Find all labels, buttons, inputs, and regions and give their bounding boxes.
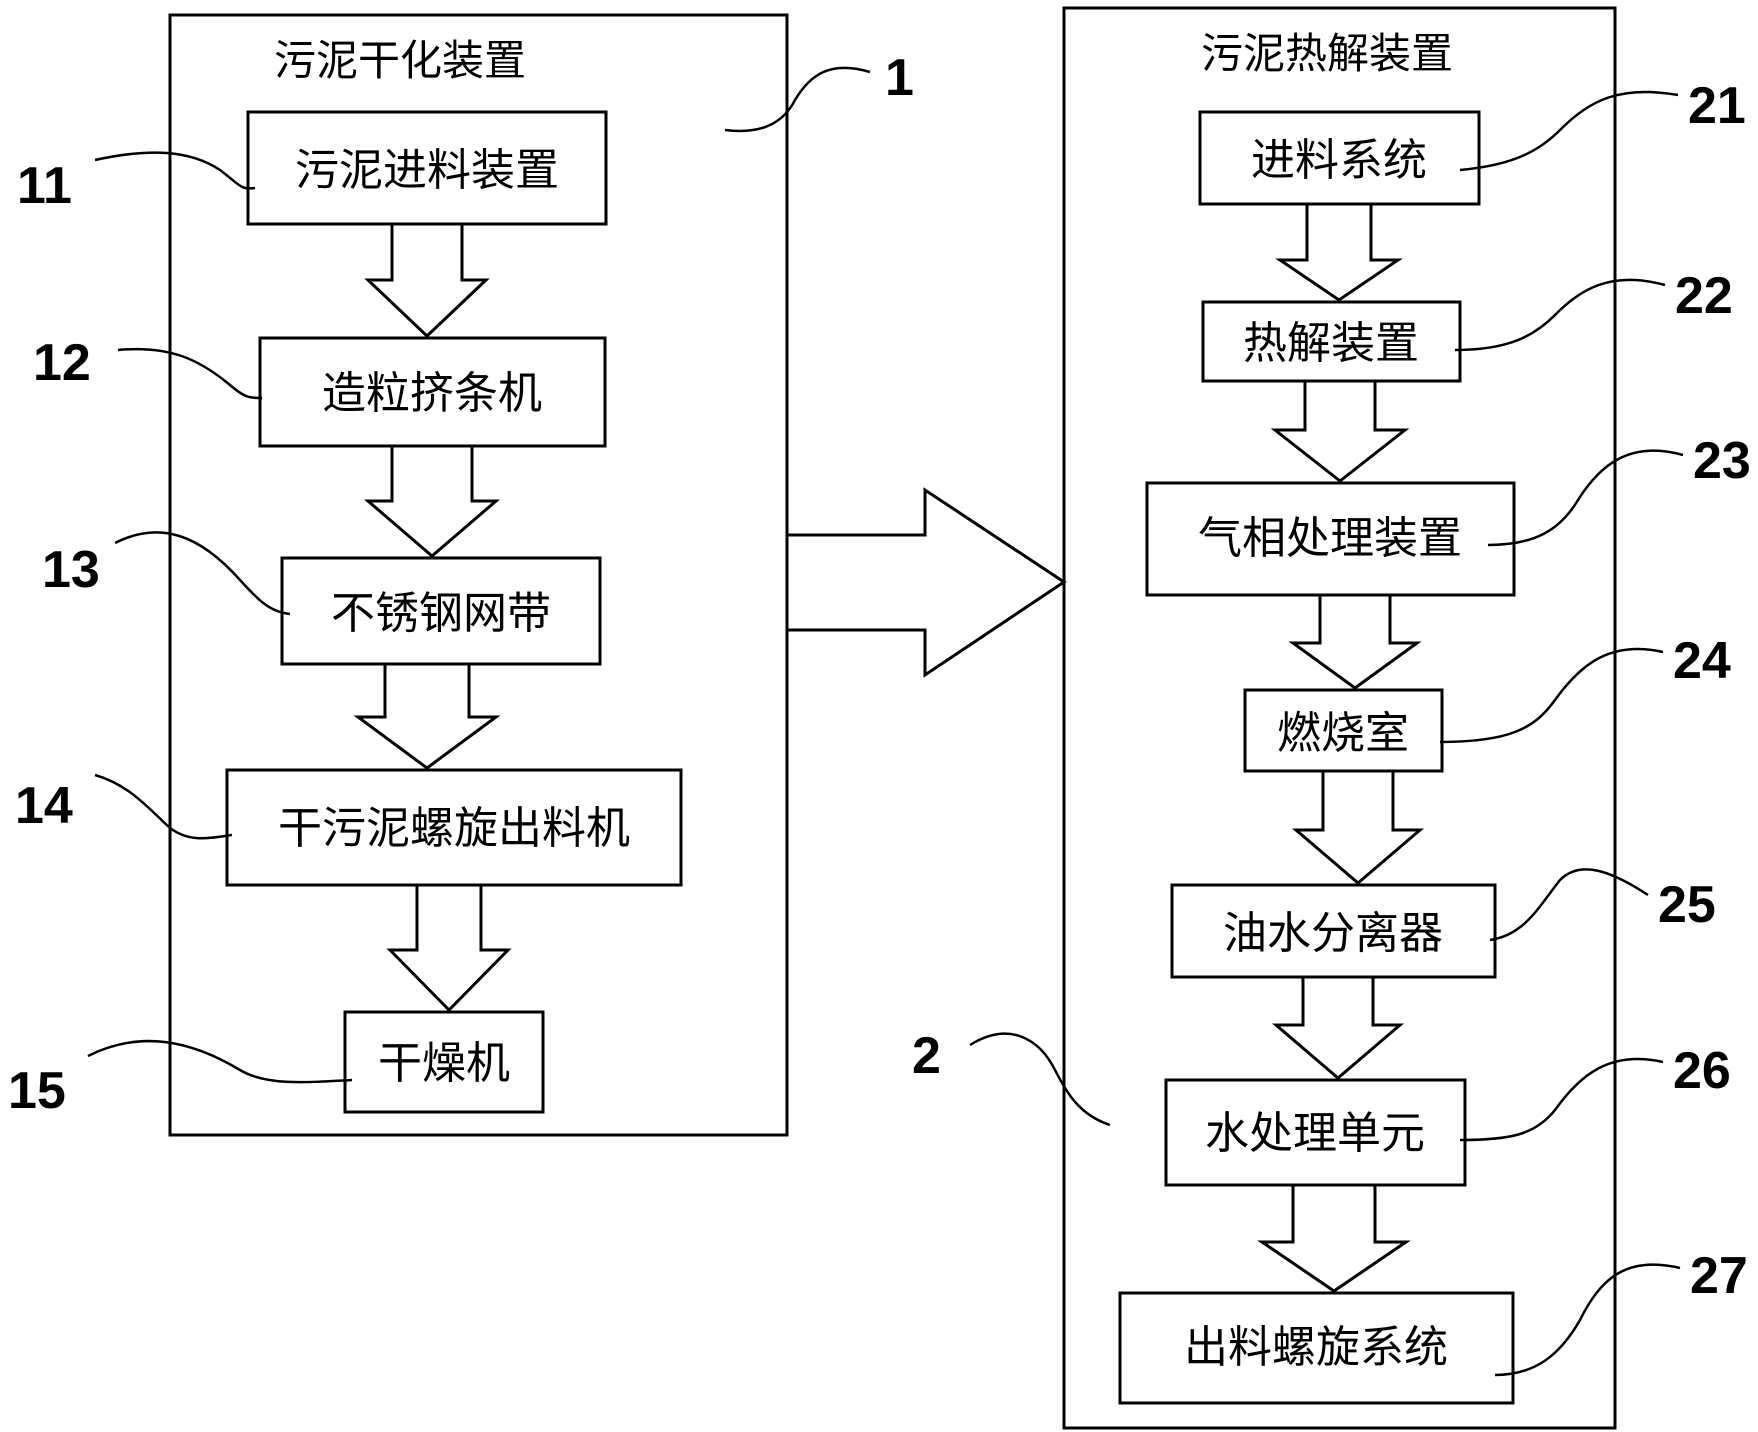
leader-line (117, 347, 263, 400)
step-box (225, 768, 683, 887)
flow-arrow-down (1270, 379, 1410, 483)
leader-line (724, 66, 871, 133)
ref-number: 24 (1673, 632, 1731, 690)
ref-number-pyrolysis-unit: 2 (912, 1027, 941, 1085)
step-label: 热解装置 (1243, 318, 1419, 369)
step-box (280, 556, 602, 666)
pyrolysis-step-23: 气相处理装置 (1145, 481, 1516, 597)
ref-number: 27 (1690, 1247, 1748, 1305)
ref-number: 11 (17, 157, 72, 215)
step-box (1118, 1291, 1515, 1405)
drying-step-12: 造粒挤条机 (258, 336, 607, 448)
step-label: 出料螺旋系统 (1184, 1322, 1448, 1373)
flow-arrow-down (353, 662, 501, 770)
step-label: 油水分离器 (1223, 908, 1443, 959)
step-box (1164, 1078, 1467, 1187)
leader-line (114, 531, 291, 616)
step-box (1198, 110, 1481, 206)
step-box (1145, 481, 1516, 597)
drying-step-14: 干污泥螺旋出料机 (225, 768, 683, 887)
ref-number: 12 (33, 334, 91, 392)
ref-number: 23 (1693, 432, 1751, 490)
step-box (1201, 300, 1462, 383)
leader-line (969, 1032, 1111, 1127)
ref-number-drying-unit: 1 (885, 49, 914, 107)
step-label: 水处理单元 (1205, 1108, 1425, 1159)
transfer-arrow (785, 487, 1067, 678)
leader-line (1489, 868, 1649, 942)
step-label: 干燥机 (378, 1038, 510, 1089)
leader-line (87, 1039, 353, 1084)
leader-line (94, 151, 256, 190)
leader-line (1459, 1057, 1664, 1142)
pyrolysis-unit-title: 污泥热解装置 (1201, 29, 1453, 78)
step-label: 燃烧室 (1277, 708, 1409, 759)
step-label: 污泥进料装置 (295, 145, 559, 196)
flow-arrow-down (1271, 975, 1405, 1080)
drying-unit-title: 污泥干化装置 (274, 36, 526, 85)
ref-number: 25 (1658, 876, 1716, 934)
flow-arrow-down (1275, 202, 1403, 302)
flow-arrow-down (364, 222, 490, 339)
ref-number: 13 (42, 541, 100, 599)
flow-arrow-down (1288, 593, 1422, 690)
leader-line (1459, 90, 1679, 172)
leader-line (1494, 1263, 1681, 1377)
leader-line (94, 773, 233, 840)
flow-arrow-down (386, 883, 512, 1013)
ref-number: 14 (15, 777, 73, 835)
flow-arrow-down (363, 444, 501, 558)
drying-step-15: 干燥机 (343, 1010, 545, 1114)
ref-number: 15 (8, 1062, 66, 1120)
leader-line (1439, 647, 1664, 744)
step-box (1243, 688, 1444, 773)
step-label: 进料系统 (1251, 135, 1427, 186)
step-label: 不锈钢网带 (331, 588, 551, 639)
pyrolysis-step-27: 出料螺旋系统 (1118, 1291, 1515, 1405)
flow-arrow-down (1291, 769, 1425, 885)
drying-step-11: 污泥进料装置 (246, 110, 608, 226)
pyrolysis-step-24: 燃烧室 (1243, 688, 1444, 773)
flow-arrow-down (1257, 1183, 1411, 1293)
step-label: 造粒挤条机 (322, 368, 542, 419)
step-label: 气相处理装置 (1198, 513, 1462, 564)
leader-line (1487, 449, 1684, 547)
drying-step-13: 不锈钢网带 (280, 556, 602, 666)
ref-number: 26 (1673, 1042, 1731, 1100)
pyrolysis-unit-frame (1062, 6, 1617, 1430)
ref-number: 21 (1688, 77, 1746, 135)
pyrolysis-step-22: 热解装置 (1201, 300, 1462, 383)
pyrolysis-step-25: 油水分离器 (1170, 883, 1497, 979)
step-box (343, 1010, 545, 1114)
leader-line (1454, 278, 1666, 352)
pyrolysis-step-26: 水处理单元 (1164, 1078, 1467, 1187)
pyrolysis-step-21: 进料系统 (1198, 110, 1481, 206)
step-label: 干污泥螺旋出料机 (278, 803, 630, 854)
ref-number: 22 (1675, 267, 1733, 325)
step-box (258, 336, 607, 448)
